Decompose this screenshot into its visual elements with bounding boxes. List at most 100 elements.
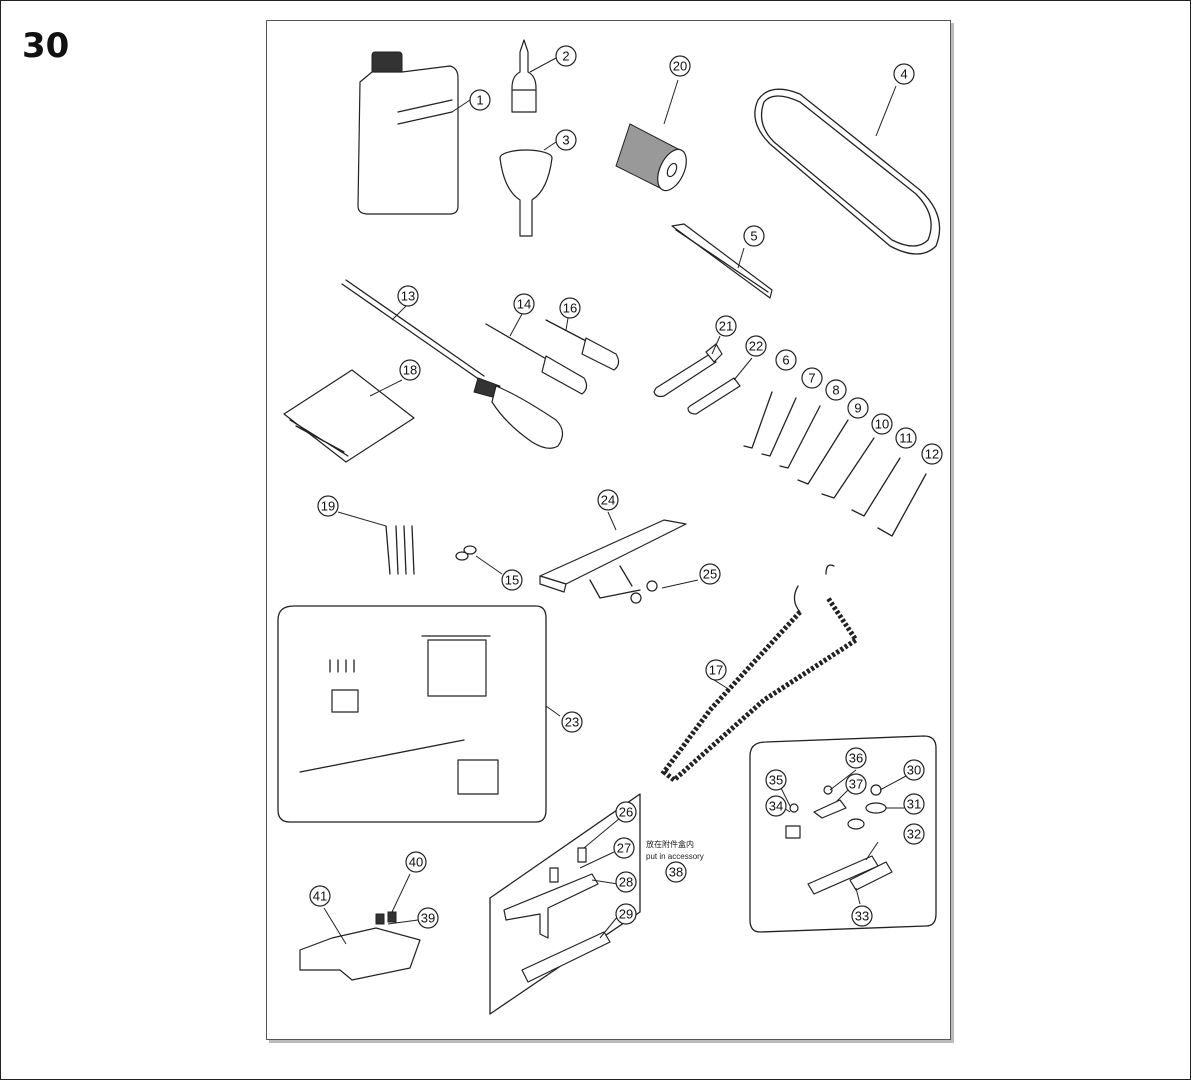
svg-text:14: 14 <box>517 297 531 312</box>
part-screwdriver-small <box>545 319 620 371</box>
callout-40: 40 <box>405 851 427 873</box>
svg-text:9: 9 <box>854 401 861 416</box>
callout-11: 11 <box>895 427 917 449</box>
svg-text:1: 1 <box>476 93 483 108</box>
part-spanner-22 <box>687 377 741 415</box>
page-number: 30 <box>22 26 70 66</box>
callout-28: 28 <box>615 871 637 893</box>
callout-23: 23 <box>561 711 583 733</box>
svg-text:32: 32 <box>907 827 921 842</box>
svg-text:17: 17 <box>709 663 723 678</box>
callout-41: 41 <box>309 885 331 907</box>
svg-text:23: 23 <box>565 715 579 730</box>
callout-39: 39 <box>417 907 439 929</box>
part-bracket <box>539 519 687 599</box>
svg-text:40: 40 <box>409 855 423 870</box>
part-plastic-cover <box>283 369 415 463</box>
svg-text:36: 36 <box>849 751 863 766</box>
callout-17: 17 <box>705 659 727 681</box>
callout-18: 18 <box>399 359 421 381</box>
svg-text:34: 34 <box>769 799 783 814</box>
svg-text:13: 13 <box>401 289 415 304</box>
part-oil-filter <box>615 123 687 192</box>
svg-text:27: 27 <box>617 841 631 856</box>
svg-text:39: 39 <box>421 911 435 926</box>
svg-text:12: 12 <box>925 447 939 462</box>
callout-22: 22 <box>745 335 767 357</box>
accessory-note-cn: 放在附件盒内 <box>646 839 694 849</box>
leader-lines <box>323 57 907 945</box>
svg-text:18: 18 <box>403 363 417 378</box>
svg-text:15: 15 <box>505 573 519 588</box>
callout-12: 12 <box>921 443 943 465</box>
svg-text:41: 41 <box>313 889 327 904</box>
callout-1: 1 <box>469 89 491 111</box>
svg-text:35: 35 <box>769 773 783 788</box>
callout-20: 20 <box>669 55 691 77</box>
svg-text:24: 24 <box>601 493 615 508</box>
part-oil-bottle <box>357 51 459 215</box>
part-funnel <box>499 149 553 237</box>
part-23-group <box>277 605 547 823</box>
accessory-note-en: put in accessory <box>646 852 704 861</box>
callout-30: 30 <box>903 759 925 781</box>
callout-34: 34 <box>765 795 787 817</box>
svg-text:5: 5 <box>750 229 757 244</box>
svg-text:20: 20 <box>673 59 687 74</box>
svg-text:22: 22 <box>749 339 763 354</box>
svg-text:16: 16 <box>563 301 577 316</box>
callout-29: 29 <box>615 903 637 925</box>
svg-text:26: 26 <box>619 805 633 820</box>
callout-5: 5 <box>743 225 765 247</box>
callout-9: 9 <box>847 397 869 419</box>
callout-33: 33 <box>851 905 873 927</box>
callout-3: 3 <box>555 129 577 151</box>
svg-text:38: 38 <box>669 865 683 880</box>
callout-7: 7 <box>801 367 823 389</box>
part-30-37-group <box>749 735 937 933</box>
callout-25: 25 <box>699 563 721 585</box>
svg-text:4: 4 <box>900 67 907 82</box>
callout-13: 13 <box>397 285 419 307</box>
callout-37: 37 <box>845 773 867 795</box>
svg-text:33: 33 <box>855 909 869 924</box>
part-26-29-group <box>489 793 641 1015</box>
callout-10: 10 <box>871 413 893 435</box>
callout-4: 4 <box>893 63 915 85</box>
callout-21: 21 <box>715 315 737 337</box>
svg-text:30: 30 <box>907 763 921 778</box>
callout-35: 35 <box>765 769 787 791</box>
part-screws-25 <box>630 580 658 604</box>
svg-text:2: 2 <box>562 49 569 64</box>
callout-36: 36 <box>845 747 867 769</box>
svg-text:31: 31 <box>907 797 921 812</box>
part-spanner-21 <box>653 343 723 398</box>
part-long-screwdriver <box>341 279 564 449</box>
svg-text:7: 7 <box>808 371 815 386</box>
callout-6: 6 <box>775 349 797 371</box>
callout-38: 38 <box>665 861 687 883</box>
callout-26: 26 <box>615 801 637 823</box>
part-chain <box>660 564 860 784</box>
part-hex-keys <box>743 391 927 537</box>
callout-16: 16 <box>559 297 581 319</box>
callout-8: 8 <box>825 379 847 401</box>
part-v-belt <box>754 88 941 255</box>
callout-15: 15 <box>501 569 523 591</box>
svg-text:6: 6 <box>782 353 789 368</box>
svg-text:10: 10 <box>875 417 889 432</box>
svg-text:28: 28 <box>619 875 633 890</box>
svg-text:11: 11 <box>899 431 913 446</box>
part-oil-dropper <box>511 39 537 113</box>
callout-19: 19 <box>317 495 339 517</box>
callout-2: 2 <box>555 45 577 67</box>
callout-31: 31 <box>903 793 925 815</box>
part-blade <box>671 223 773 299</box>
svg-text:19: 19 <box>321 499 335 514</box>
svg-text:29: 29 <box>619 907 633 922</box>
svg-text:8: 8 <box>832 383 839 398</box>
svg-text:21: 21 <box>719 319 733 334</box>
svg-text:25: 25 <box>703 567 717 582</box>
callout-24: 24 <box>597 489 619 511</box>
